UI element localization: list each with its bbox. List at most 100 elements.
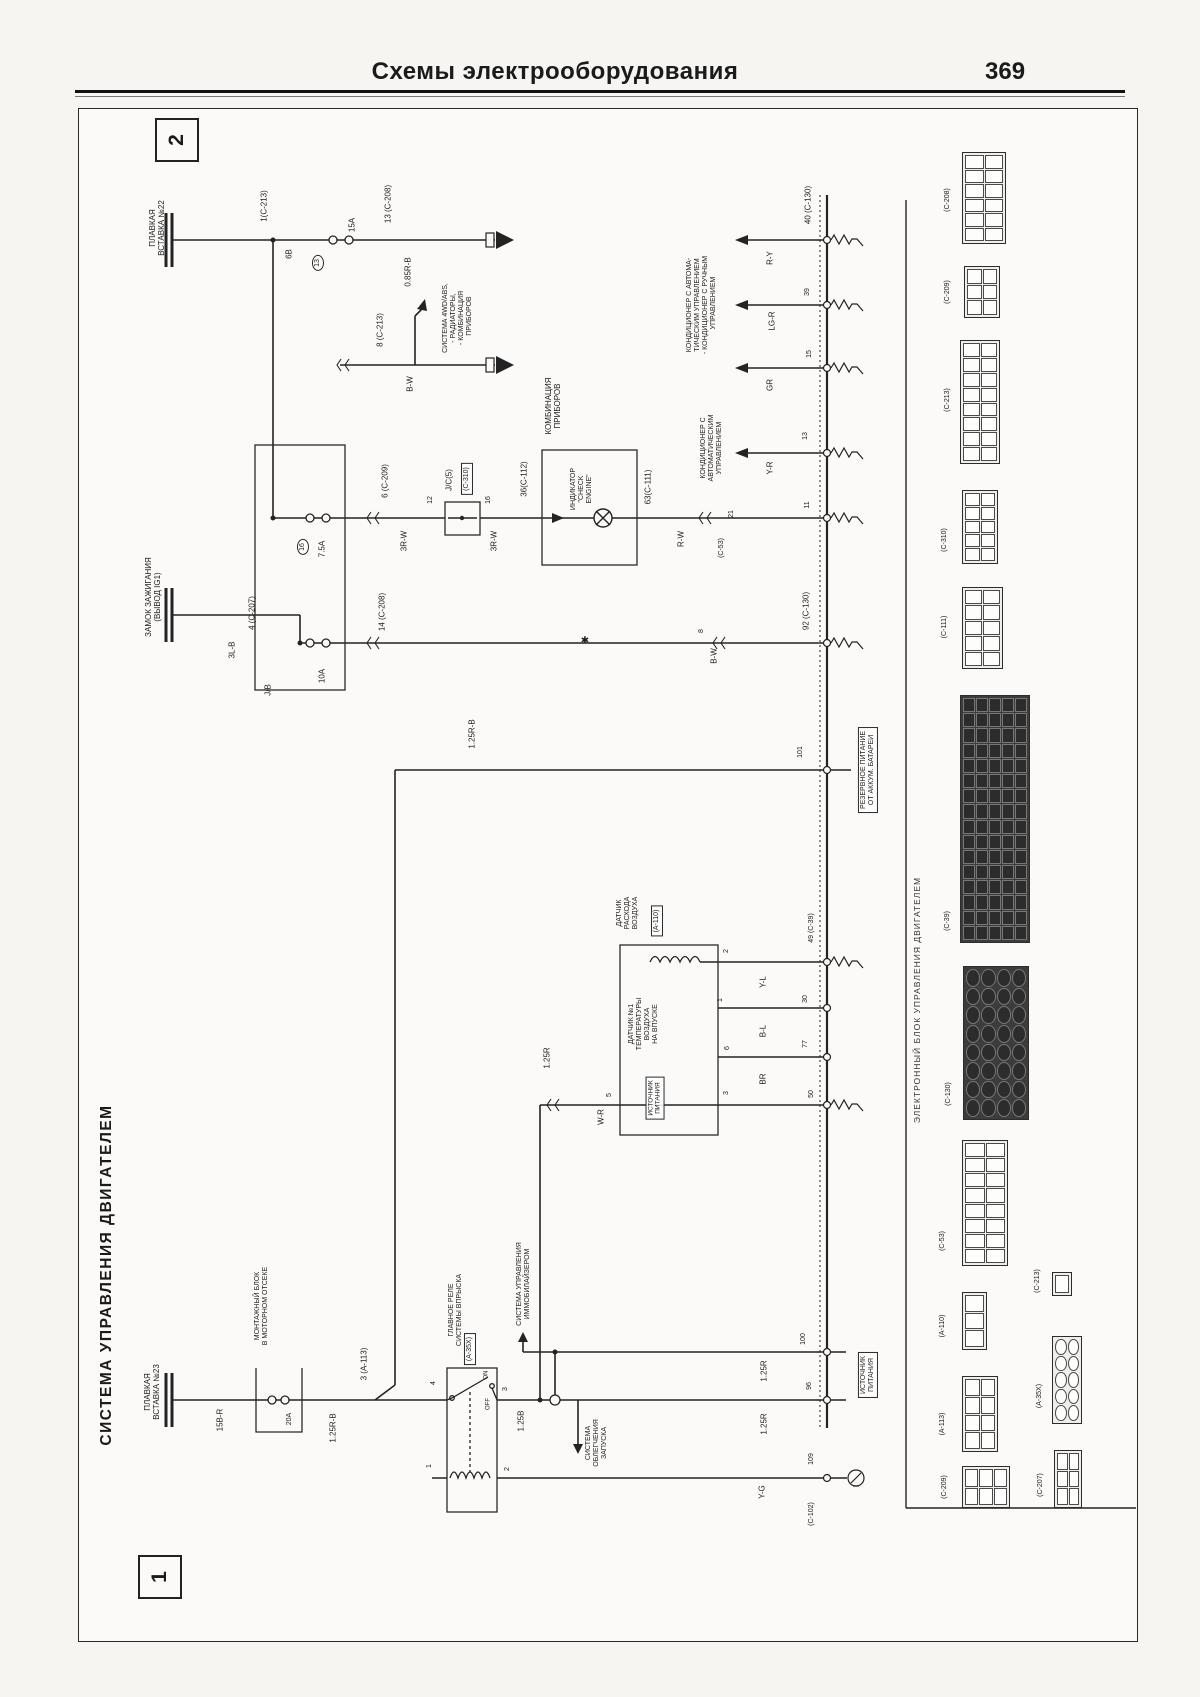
pin-15: 15 [805,350,813,358]
pin-2: 2 [503,1467,511,1471]
start-assist-label: СИСТЕМА ОБЛЕГЧЕНИЯ ЗАПУСКА [584,1419,609,1467]
conn-ref: 8 (C-213) [375,313,385,347]
pin-8: 8 [697,629,705,633]
relay-on: ON [483,1370,490,1380]
connector-icon [962,490,998,564]
connector-icon [963,966,1029,1120]
wire-br: BR [758,1073,768,1085]
pin-77: 77 [801,1040,809,1048]
wire-125rb: 1.25R-B [467,719,477,749]
wire-085rb: 0.85R-B [403,257,413,287]
pin-109: 109 [807,1453,815,1465]
connector-icon [1054,1450,1082,1508]
diagram-title: СИСТЕМА УПРАВЛЕНИЯ ДВИГАТЕЛЕМ [98,1104,115,1446]
wire-3lb: 3L-B [227,641,237,659]
wire-yl: Y-L [758,976,768,988]
pin-1: 1 [425,1464,433,1468]
conn-ref: 13 (C-208) [383,184,393,224]
pin-96: 96 [805,1382,813,1390]
connector-icon [962,152,1006,244]
connector-label: (C-207) [1036,1473,1044,1497]
pin-21: 21 [727,510,735,518]
pin-16: 16 [484,496,492,504]
pin-5: 5 [605,1093,613,1097]
connector-icon [962,1376,998,1452]
pin-3: 3 [722,1091,730,1095]
pin-1: 1 [716,998,724,1002]
wire-yr: Y-R [765,461,775,475]
asterisk-mark: ✱ [580,635,590,647]
wire-3rw: 3R-W [489,530,499,552]
fuse-number: 16 [296,539,310,555]
wire-gr: GR [765,379,775,391]
connector-label: (C-111) [940,615,948,639]
connector-icon [962,1292,987,1350]
power-source-label: ИСТОЧНИК ПИТАНИЯ [857,1352,879,1398]
wire-125b: 1.25B [516,1410,526,1432]
pin-92: 92 (C-130) [801,591,811,631]
connector-icon [1052,1336,1082,1424]
connector-label: (C-310) [940,528,948,552]
section-2-marker: 2 [155,118,199,162]
ecu-label: ЭЛЕКТРОННЫЙ БЛОК УПРАВЛЕНИЯ ДВИГАТЕЛЕМ [912,876,922,1124]
section-1-marker: 1 [138,1555,182,1599]
pin-50: 50 [807,1090,815,1098]
conn-ref: 4 (C-207) [247,596,257,630]
connector-label: (C-213) [943,388,951,412]
wire-ry: R-Y [765,251,775,265]
conn-ref: (C-310) [460,463,474,495]
conn-ref: (A-35X) [463,1332,477,1366]
fusible-link-22-label: ПЛАВКАЯ ВСТАВКА №22 [147,200,166,256]
conn-ref: (C-102) [807,1502,815,1526]
conn-ref: (C-53) [717,538,725,558]
wire-15br: 15B-R [215,1408,225,1432]
airflow-sensor-label: ДАТЧИК РАСХОДА ВОЗДУХА [615,896,640,930]
wire-3rw: 3R-W [399,530,409,552]
main-relay-label: ГЛАВНОЕ РЕЛЕ СИСТЕМЫ ВПРЫСКА [447,1273,463,1347]
wire-125rb: 1.25R-B [328,1413,338,1443]
fuse-20a: 20A [285,1412,293,1426]
connector-label: (C-53) [938,1231,946,1251]
wire-125r: 1.25R [759,1360,769,1382]
relay-off: OFF [485,1398,492,1410]
dest-systems-label: СИСТЕМА 4WD/ABS, - РАДИАТОРЫ, - КОМБИНАЦ… [441,283,474,353]
conn-ref: 14 (C-208) [377,592,387,632]
cluster-label: КОМБИНАЦИЯ ПРИБОРОВ [543,377,562,435]
pin-3: 3 [501,1387,509,1391]
connector-label: (C-208) [943,188,951,212]
fusible-link-23-label: ПЛАВКАЯ ВСТАВКА №23 [142,1364,161,1420]
wire-yg: Y-G [757,1485,767,1499]
connector-icon [962,1466,1010,1508]
connector-icon [960,340,1000,464]
engine-bay-block-label: МОНТАЖНЫЙ БЛОК В МОТОРНОМ ОТСЕКЕ [253,1266,269,1346]
conn-ref: 1(C-213) [259,190,269,222]
connector-label: (C-39) [943,911,951,931]
connector-label: (C-209) [943,280,951,304]
wire-125r: 1.25R [759,1413,769,1435]
pin-100: 100 [799,1333,807,1345]
connector-label: (C-130) [944,1082,952,1106]
conn-ref: 36(C-112) [519,461,529,497]
connector-icon [964,266,1000,318]
page-title: Схемы электрооборудования [371,58,739,85]
pin-11: 11 [803,501,811,509]
wire-wr: W-R [596,1109,606,1125]
header-rule-thin [75,96,1125,97]
connector-label: (A-110) [938,1314,946,1338]
pin-49: 49 (C-39) [807,913,815,943]
conn-ref: 6 (C-209) [380,464,390,498]
pin-12: 12 [426,496,434,504]
check-engine-label: ИНДИКАТОР "CHECK ENGINE" [569,467,594,511]
wire-bl: B-L [758,1024,768,1038]
fuse-number: 13 [311,255,325,271]
connector-label: (C-209) [940,1475,948,1499]
conn-ref: 63(C-111) [643,469,653,505]
page-number: 369 [985,58,1026,85]
pin-30: 30 [801,995,809,1003]
power-source-label: ИСТОЧНИК ПИТАНИЯ [645,1076,665,1120]
pin-39: 39 [803,288,811,296]
fuse-75a: 7.5A [317,540,327,558]
pin-4: 4 [429,1381,437,1385]
